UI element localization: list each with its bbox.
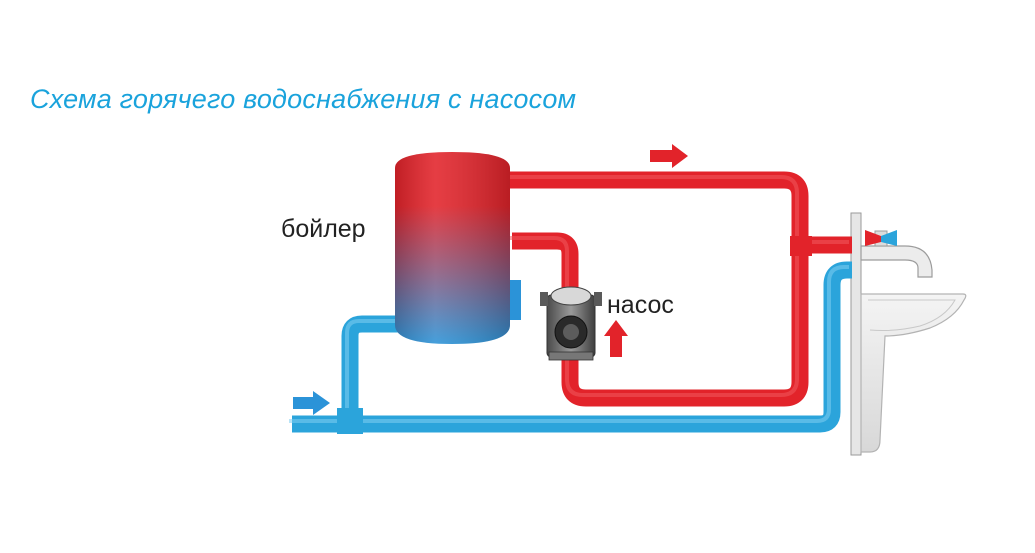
hot-flow-arrow-pump [604,320,628,357]
faucet [860,230,933,278]
wall-plate [850,212,862,456]
sink [860,293,967,453]
pump-label: насос [607,291,674,319]
boiler-tank [395,152,521,344]
circulation-pump [540,286,602,361]
hot-tee-fitting [790,236,812,256]
cold-water-pipes [289,261,856,433]
hot-water-pipes [507,171,852,407]
hot-flow-arrow-top [650,144,688,168]
cold-flow-arrow [293,391,330,415]
diagram-title: Схема горячего водоснабжения с насосом [30,84,577,114]
faucet-handle-hot [865,230,881,246]
cold-tee-fitting [337,408,363,434]
faucet-handle-cold [881,230,897,246]
boiler-label: бойлер [281,215,366,243]
